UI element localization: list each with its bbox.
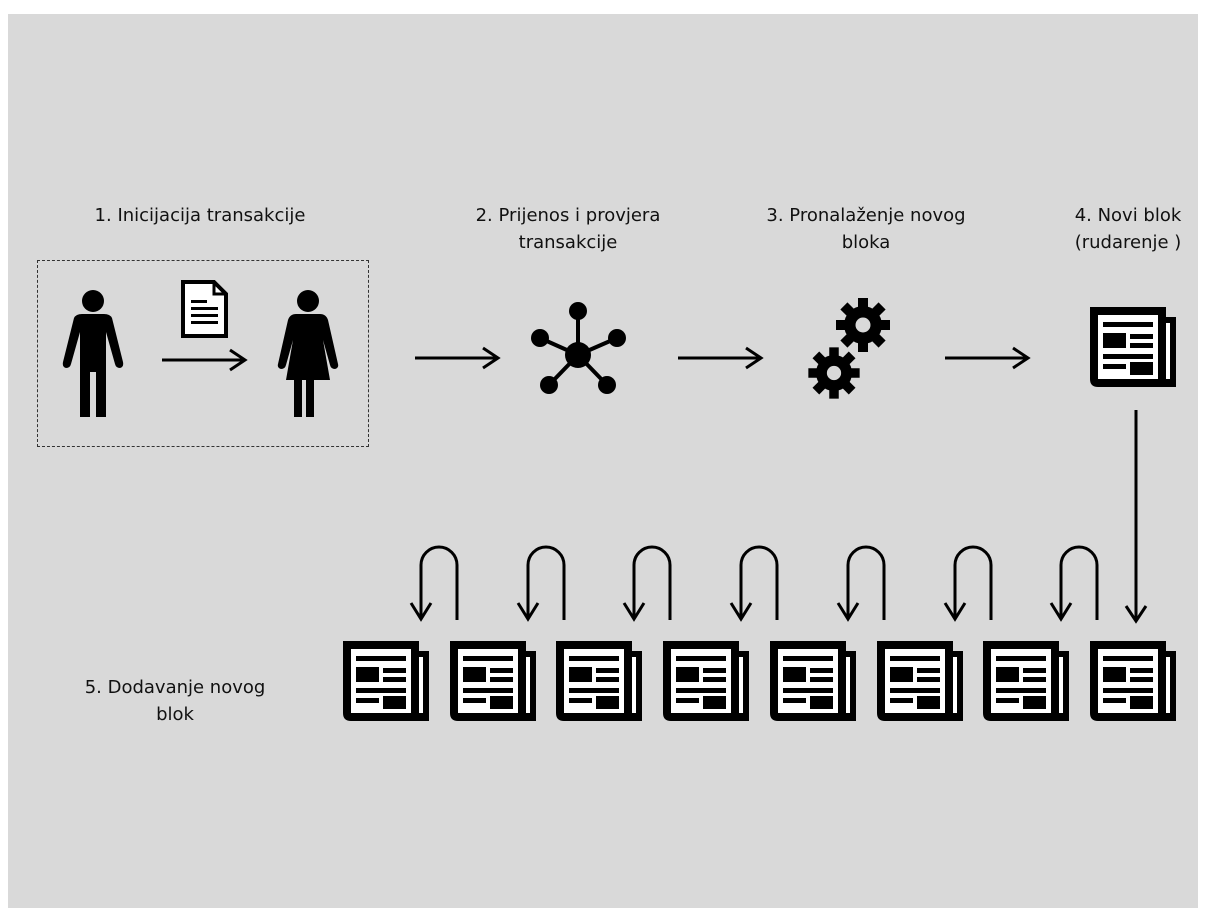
network-icon — [531, 302, 626, 394]
man-icon — [62, 290, 124, 417]
flow-arrow-2 — [678, 346, 764, 370]
step-2-label: 2. Prijenos i provjera transakcije — [475, 205, 661, 253]
chain-link-arrow — [632, 545, 672, 620]
chain-link-arrowhead — [516, 602, 540, 622]
step-1-label: 1. Inicijacija transakcije — [94, 205, 306, 226]
chain-link-arrowhead — [943, 602, 967, 622]
chain-block-icon — [663, 641, 749, 721]
gears-icon — [808, 298, 890, 399]
chain-link-arrowhead — [1049, 602, 1073, 622]
chain-link-arrow — [846, 545, 886, 620]
chain-link-arrow — [419, 545, 459, 620]
chain-block-icon — [343, 641, 429, 721]
chain-block-icon — [983, 641, 1069, 721]
flow-arrow-1 — [415, 346, 501, 370]
add-to-chain-arrow — [1124, 410, 1148, 624]
chain-links — [409, 545, 1099, 622]
chain-link-arrowhead — [836, 602, 860, 622]
transfer-arrow — [162, 348, 248, 372]
chain-block-icon — [556, 641, 642, 721]
chain-block-icon — [770, 641, 856, 721]
flow-arrow-3 — [945, 346, 1031, 370]
chain-link-arrowhead — [729, 602, 753, 622]
woman-icon — [277, 290, 339, 417]
step-3-label: 3. Pronalaženje novog bloka — [766, 205, 966, 253]
chain-link-arrowhead — [622, 602, 646, 622]
step-5-label: 5. Dodavanje novog blok — [84, 677, 266, 725]
chain-link-arrow — [1059, 545, 1099, 620]
block-chain — [343, 641, 1176, 721]
new-block-icon — [1090, 307, 1176, 387]
chain-block-icon — [877, 641, 963, 721]
chain-block-icon — [1090, 641, 1176, 721]
transaction-initiation-box — [37, 260, 369, 447]
diagram-canvas — [8, 14, 1198, 908]
step-4-label: 4. Novi blok (rudarenje ) — [1074, 205, 1182, 253]
chain-link-arrow — [953, 545, 993, 620]
document-icon — [181, 280, 228, 338]
chain-link-arrowhead — [409, 602, 433, 622]
chain-link-arrow — [526, 545, 566, 620]
chain-block-icon — [450, 641, 536, 721]
chain-link-arrow — [739, 545, 779, 620]
